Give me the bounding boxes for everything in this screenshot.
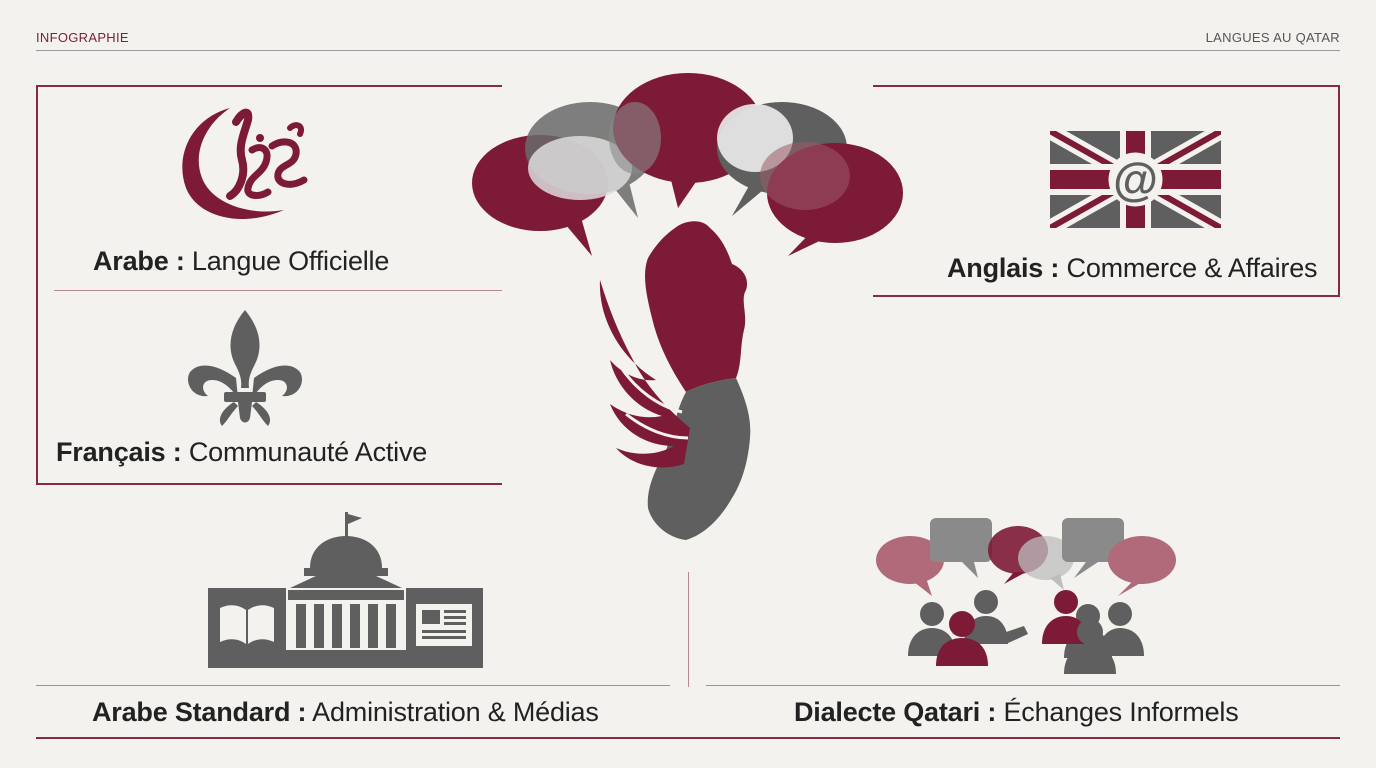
francais-label-text: Communauté Active <box>181 437 428 467</box>
left-box-left-border <box>36 85 38 485</box>
arabe-label-text: Langue Officielle <box>184 246 390 276</box>
footer-border <box>36 737 1340 739</box>
right-box-bottom-border <box>873 295 1340 297</box>
people-conversation-icon <box>874 516 1179 676</box>
left-box-divider <box>54 290 502 291</box>
qatar-map-speech-bubbles-icon <box>470 68 910 548</box>
arabe-standard-label-text: Administration & Médias <box>306 697 599 727</box>
right-box-top-border <box>873 85 1340 87</box>
anglais-label: Anglais : Commerce & Affaires <box>947 253 1318 284</box>
arabic-calligraphy-crescent-icon <box>172 100 322 225</box>
qatar-map-south <box>647 378 751 540</box>
dialecte-label-text: Échanges Informels <box>996 697 1239 727</box>
arabe-standard-label-bold: Arabe Standard : <box>92 697 307 727</box>
arabe-label-bold: Arabe : <box>93 246 185 276</box>
union-jack-at-sign-icon: @ <box>1050 131 1221 228</box>
arabe-standard-label: Arabe Standard : Administration & Médias <box>92 697 599 728</box>
svg-text:@: @ <box>1113 153 1158 205</box>
fleur-de-lis-icon <box>186 308 304 430</box>
header-left-label: INFOGRAPHIE <box>36 30 129 45</box>
francais-label-bold: Français : <box>56 437 182 467</box>
left-box-bottom-border <box>36 483 502 485</box>
anglais-label-bold: Anglais : <box>947 253 1060 283</box>
bottom-center-divider <box>688 572 689 687</box>
falcon-wing <box>599 280 690 468</box>
arabe-label: Arabe : Langue Officielle <box>93 246 389 277</box>
government-building-icon <box>208 512 483 668</box>
left-box-top-border <box>36 85 502 87</box>
right-box-right-border <box>1338 85 1340 297</box>
bottom-left-divider <box>36 685 670 686</box>
bottom-right-divider <box>706 685 1340 686</box>
qatar-map-north <box>645 221 748 392</box>
francais-label: Français : Communauté Active <box>56 437 427 468</box>
dialecte-label: Dialecte Qatari : Échanges Informels <box>794 697 1239 728</box>
header-divider <box>36 50 1340 51</box>
anglais-label-text: Commerce & Affaires <box>1059 253 1318 283</box>
header-right-label: LANGUES AU QATAR <box>1205 30 1340 45</box>
dialecte-label-bold: Dialecte Qatari : <box>794 697 997 727</box>
